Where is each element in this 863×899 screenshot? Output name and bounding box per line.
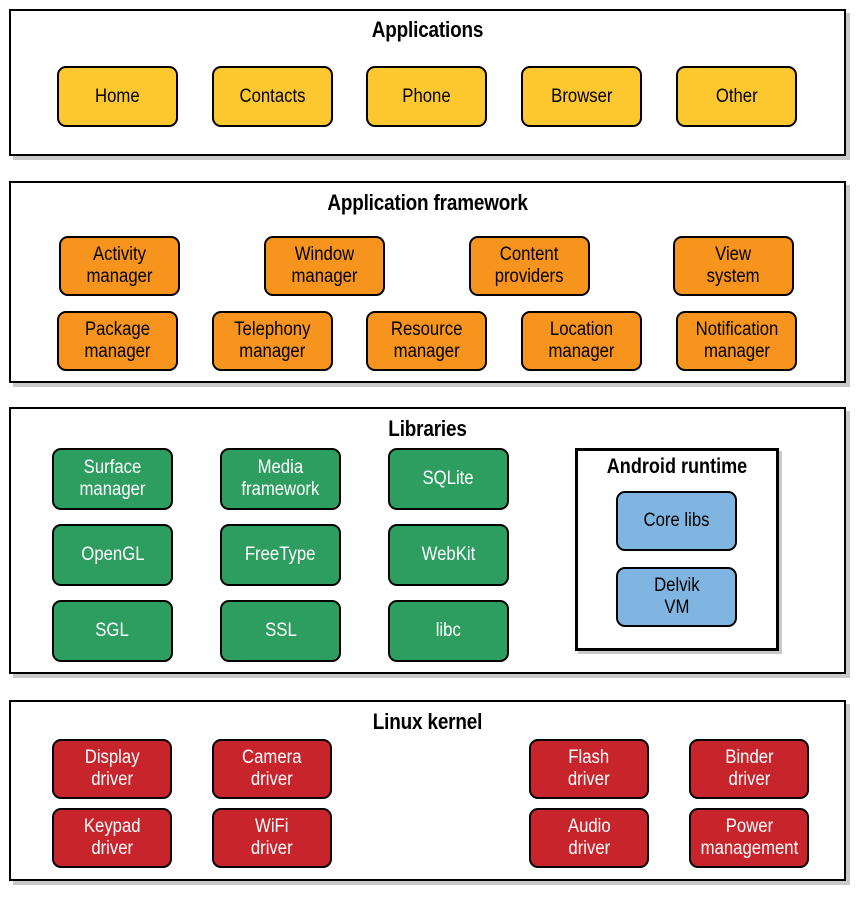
framework-view-system: View system bbox=[673, 236, 794, 296]
applications-title: Applications bbox=[371, 17, 484, 42]
app-contacts: Contacts bbox=[212, 66, 333, 127]
kernel-camera-driver: Camera driver bbox=[212, 739, 332, 799]
kernel-flash-driver: Flash driver bbox=[529, 739, 649, 799]
app-home: Home bbox=[57, 66, 178, 127]
framework-activity-manager: Activity manager bbox=[59, 236, 180, 296]
framework-resource-manager: Resource manager bbox=[366, 311, 487, 371]
runtime-core-libs: Core libs bbox=[616, 491, 737, 551]
library-libc: libc bbox=[388, 600, 509, 662]
libraries-title: Libraries bbox=[388, 416, 467, 441]
library-surface-manager: Surface manager bbox=[52, 448, 173, 510]
library-sqlite: SQLite bbox=[388, 448, 509, 510]
library-freetype: FreeType bbox=[220, 524, 341, 586]
framework-content-providers: Content providers bbox=[469, 236, 590, 296]
app-phone: Phone bbox=[366, 66, 487, 127]
kernel-display-driver: Display driver bbox=[52, 739, 172, 799]
kernel-wifi-driver: WiFi driver bbox=[212, 808, 332, 868]
app-browser: Browser bbox=[521, 66, 642, 127]
library-sgl: SGL bbox=[52, 600, 173, 662]
framework-telephony-manager: Telephony manager bbox=[212, 311, 333, 371]
library-media-framework: Media framework bbox=[220, 448, 341, 510]
kernel-audio-driver: Audio driver bbox=[529, 808, 649, 868]
kernel-keypad-driver: Keypad driver bbox=[52, 808, 172, 868]
framework-title: Application framework bbox=[327, 190, 528, 215]
framework-notification-manager: Notification manager bbox=[676, 311, 797, 371]
kernel-binder-driver: Binder driver bbox=[689, 739, 809, 799]
runtime-delvik-vm: Delvik VM bbox=[616, 567, 737, 627]
library-webkit: WebKit bbox=[388, 524, 509, 586]
app-other: Other bbox=[676, 66, 797, 127]
framework-package-manager: Package manager bbox=[57, 311, 178, 371]
framework-window-manager: Window manager bbox=[264, 236, 385, 296]
kernel-power-management: Power management bbox=[689, 808, 809, 868]
kernel-title: Linux kernel bbox=[372, 709, 483, 734]
framework-location-manager: Location manager bbox=[521, 311, 642, 371]
android-runtime-title: Android runtime bbox=[606, 455, 748, 478]
library-ssl: SSL bbox=[220, 600, 341, 662]
library-opengl: OpenGL bbox=[52, 524, 173, 586]
